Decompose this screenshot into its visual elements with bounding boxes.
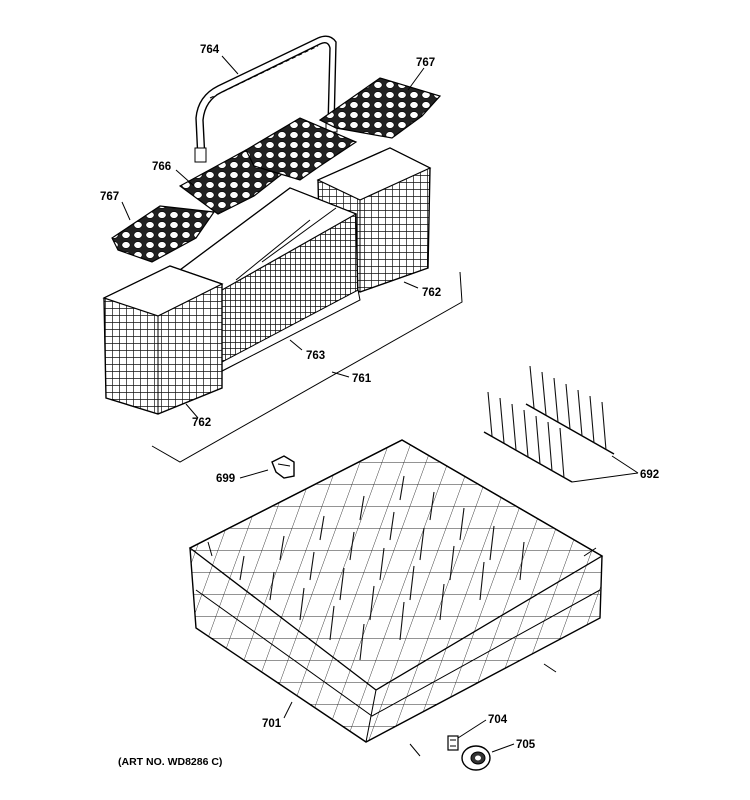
wheel-part-705 [461,745,491,771]
art-number: (ART NO. WD8286 C) [118,756,222,768]
callout-701: 701 [262,718,282,730]
assembly-bracket-761 [151,271,463,463]
callout-704: 704 [488,714,508,726]
callout-699: 699 [216,473,235,485]
callout-692: 692 [640,469,659,481]
callout-705: 705 [516,739,536,751]
callout-761: 761 [352,373,372,385]
basket-left [102,265,224,415]
clip-part-699 [271,455,295,479]
basket-lid-center [178,117,358,215]
basket-lid-right [318,77,442,139]
callout-764: 764 [200,44,220,56]
part-704 [447,735,459,751]
callout-766: 766 [152,161,171,173]
callout-762-bottom: 762 [192,417,211,429]
callout-763: 763 [306,350,325,362]
tine-row-692 [483,365,615,483]
basket-lid-left [111,205,216,263]
callout-767-left: 767 [100,191,119,203]
callout-767-top: 767 [416,57,435,69]
lower-rack-701 [188,439,604,757]
callout-762-right: 762 [422,287,441,299]
leader-lines [121,55,639,753]
